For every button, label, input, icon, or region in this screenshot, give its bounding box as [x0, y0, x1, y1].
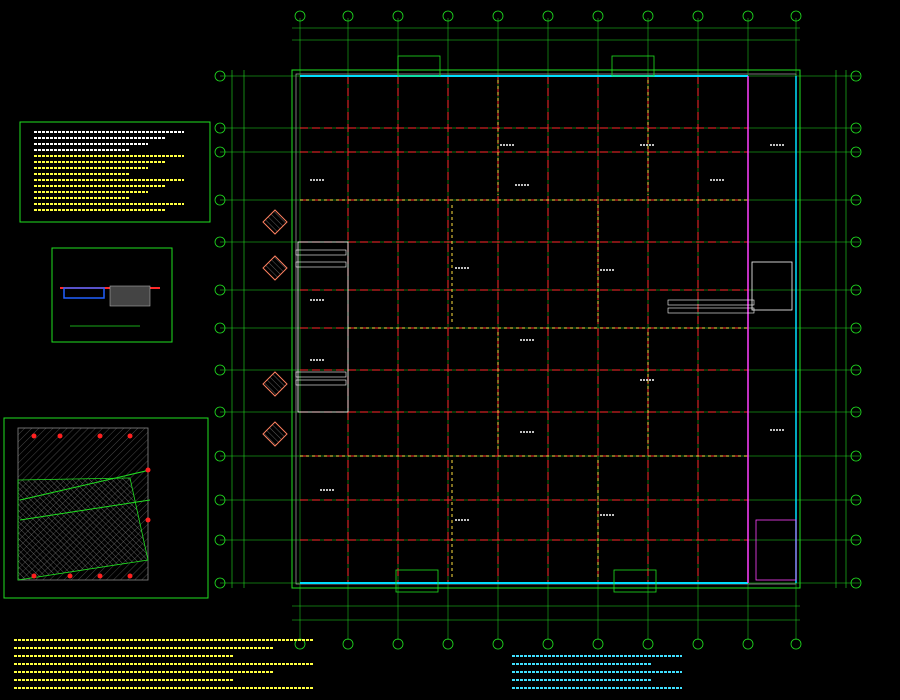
axis-bubble-top: [692, 10, 704, 22]
axis-bubble-top: [294, 10, 306, 22]
axis-bubble-left: [214, 534, 226, 546]
annotation-box: [295, 379, 347, 386]
axis-bubble-top: [642, 10, 654, 22]
key-marker: [145, 467, 151, 473]
axis-bubble-left: [214, 494, 226, 506]
bottom-notes: [14, 639, 682, 689]
key-marker: [127, 573, 133, 579]
annotation-box: [295, 371, 347, 378]
equipment-diamond: [262, 421, 288, 447]
axis-bubble-bottom: [592, 638, 604, 650]
callout-box: [613, 569, 657, 593]
notes-scribble: [34, 131, 184, 211]
axis-bubble-right: [850, 494, 862, 506]
key-plan-link: [19, 469, 151, 501]
detail-hatch: [109, 285, 151, 307]
key-marker: [31, 573, 37, 579]
stair-core: [751, 261, 793, 311]
axis-bubble-bottom: [692, 638, 704, 650]
axis-bubbles: [214, 10, 862, 650]
dimension-lines: [231, 27, 847, 621]
axis-bubble-left: [214, 122, 226, 134]
axis-bubble-right: [850, 70, 862, 82]
axis-bubble-right: [850, 146, 862, 158]
key-marker: [31, 433, 37, 439]
notes-frame: [19, 121, 211, 223]
main-plan: [220, 18, 860, 640]
key-plan-zone: [17, 477, 149, 581]
axis-bubble-top: [492, 10, 504, 22]
axis-bubble-left: [214, 194, 226, 206]
annotation-box: [295, 249, 347, 256]
secondary-beams: [300, 80, 748, 578]
plan-annotations: [295, 144, 784, 521]
detail-panel: [51, 247, 173, 343]
axis-bubble-right: [850, 322, 862, 334]
axis-bubble-bottom: [342, 638, 354, 650]
axis-bubble-right: [850, 577, 862, 589]
equipment-markers: [262, 209, 288, 447]
notes-panel: [19, 121, 211, 223]
key-marker: [97, 573, 103, 579]
axis-bubble-right: [850, 450, 862, 462]
equipment-diamond: [262, 371, 288, 397]
axis-bubble-top: [392, 10, 404, 22]
annotation-box: [295, 261, 347, 268]
key-plan-frame: [3, 417, 209, 599]
detail-frame: [51, 247, 173, 343]
key-plan-link: [19, 499, 151, 521]
key-marker: [127, 433, 133, 439]
axis-bubble-top: [592, 10, 604, 22]
callout-box: [395, 569, 439, 593]
axis-bubble-right: [850, 122, 862, 134]
axis-bubble-bottom: [742, 638, 754, 650]
axis-bubble-left: [214, 322, 226, 334]
axis-bubble-left: [214, 284, 226, 296]
callout-box: [611, 55, 655, 77]
axis-bubble-right: [850, 534, 862, 546]
axis-bubble-right: [850, 284, 862, 296]
building-outline: [291, 69, 801, 589]
key-marker: [97, 433, 103, 439]
axis-bubble-right: [850, 406, 862, 418]
axis-bubble-top: [342, 10, 354, 22]
key-marker: [57, 433, 63, 439]
axis-bubble-top: [442, 10, 454, 22]
key-marker: [145, 517, 151, 523]
axis-bubble-top: [742, 10, 754, 22]
axis-bubble-left: [214, 450, 226, 462]
axis-bubble-left: [214, 70, 226, 82]
axis-bubble-bottom: [542, 638, 554, 650]
equipment-diamond: [262, 255, 288, 281]
key-plan-panel: [3, 417, 209, 599]
axis-bubble-left: [214, 406, 226, 418]
axis-bubble-left: [214, 146, 226, 158]
axis-bubble-top: [790, 10, 802, 22]
key-plan-markers: [31, 433, 151, 579]
axis-bubble-right: [850, 364, 862, 376]
annotation-box: [667, 299, 755, 306]
detail-member: [63, 287, 105, 299]
callout-box: [397, 55, 441, 77]
axis-bubble-bottom: [642, 638, 654, 650]
axis-bubble-bottom: [392, 638, 404, 650]
axis-bubble-left: [214, 364, 226, 376]
axis-bubble-left: [214, 236, 226, 248]
key-marker: [67, 573, 73, 579]
axis-bubble-right: [850, 236, 862, 248]
axis-bubble-bottom: [442, 638, 454, 650]
annotation-box: [667, 307, 755, 314]
axis-bubble-left: [214, 577, 226, 589]
annex-block: [297, 241, 349, 413]
axis-bubble-top: [542, 10, 554, 22]
axis-bubble-right: [850, 194, 862, 206]
axis-bubble-bottom: [492, 638, 504, 650]
service-room: [755, 519, 797, 581]
equipment-diamond: [262, 209, 288, 235]
axis-bubble-bottom: [790, 638, 802, 650]
